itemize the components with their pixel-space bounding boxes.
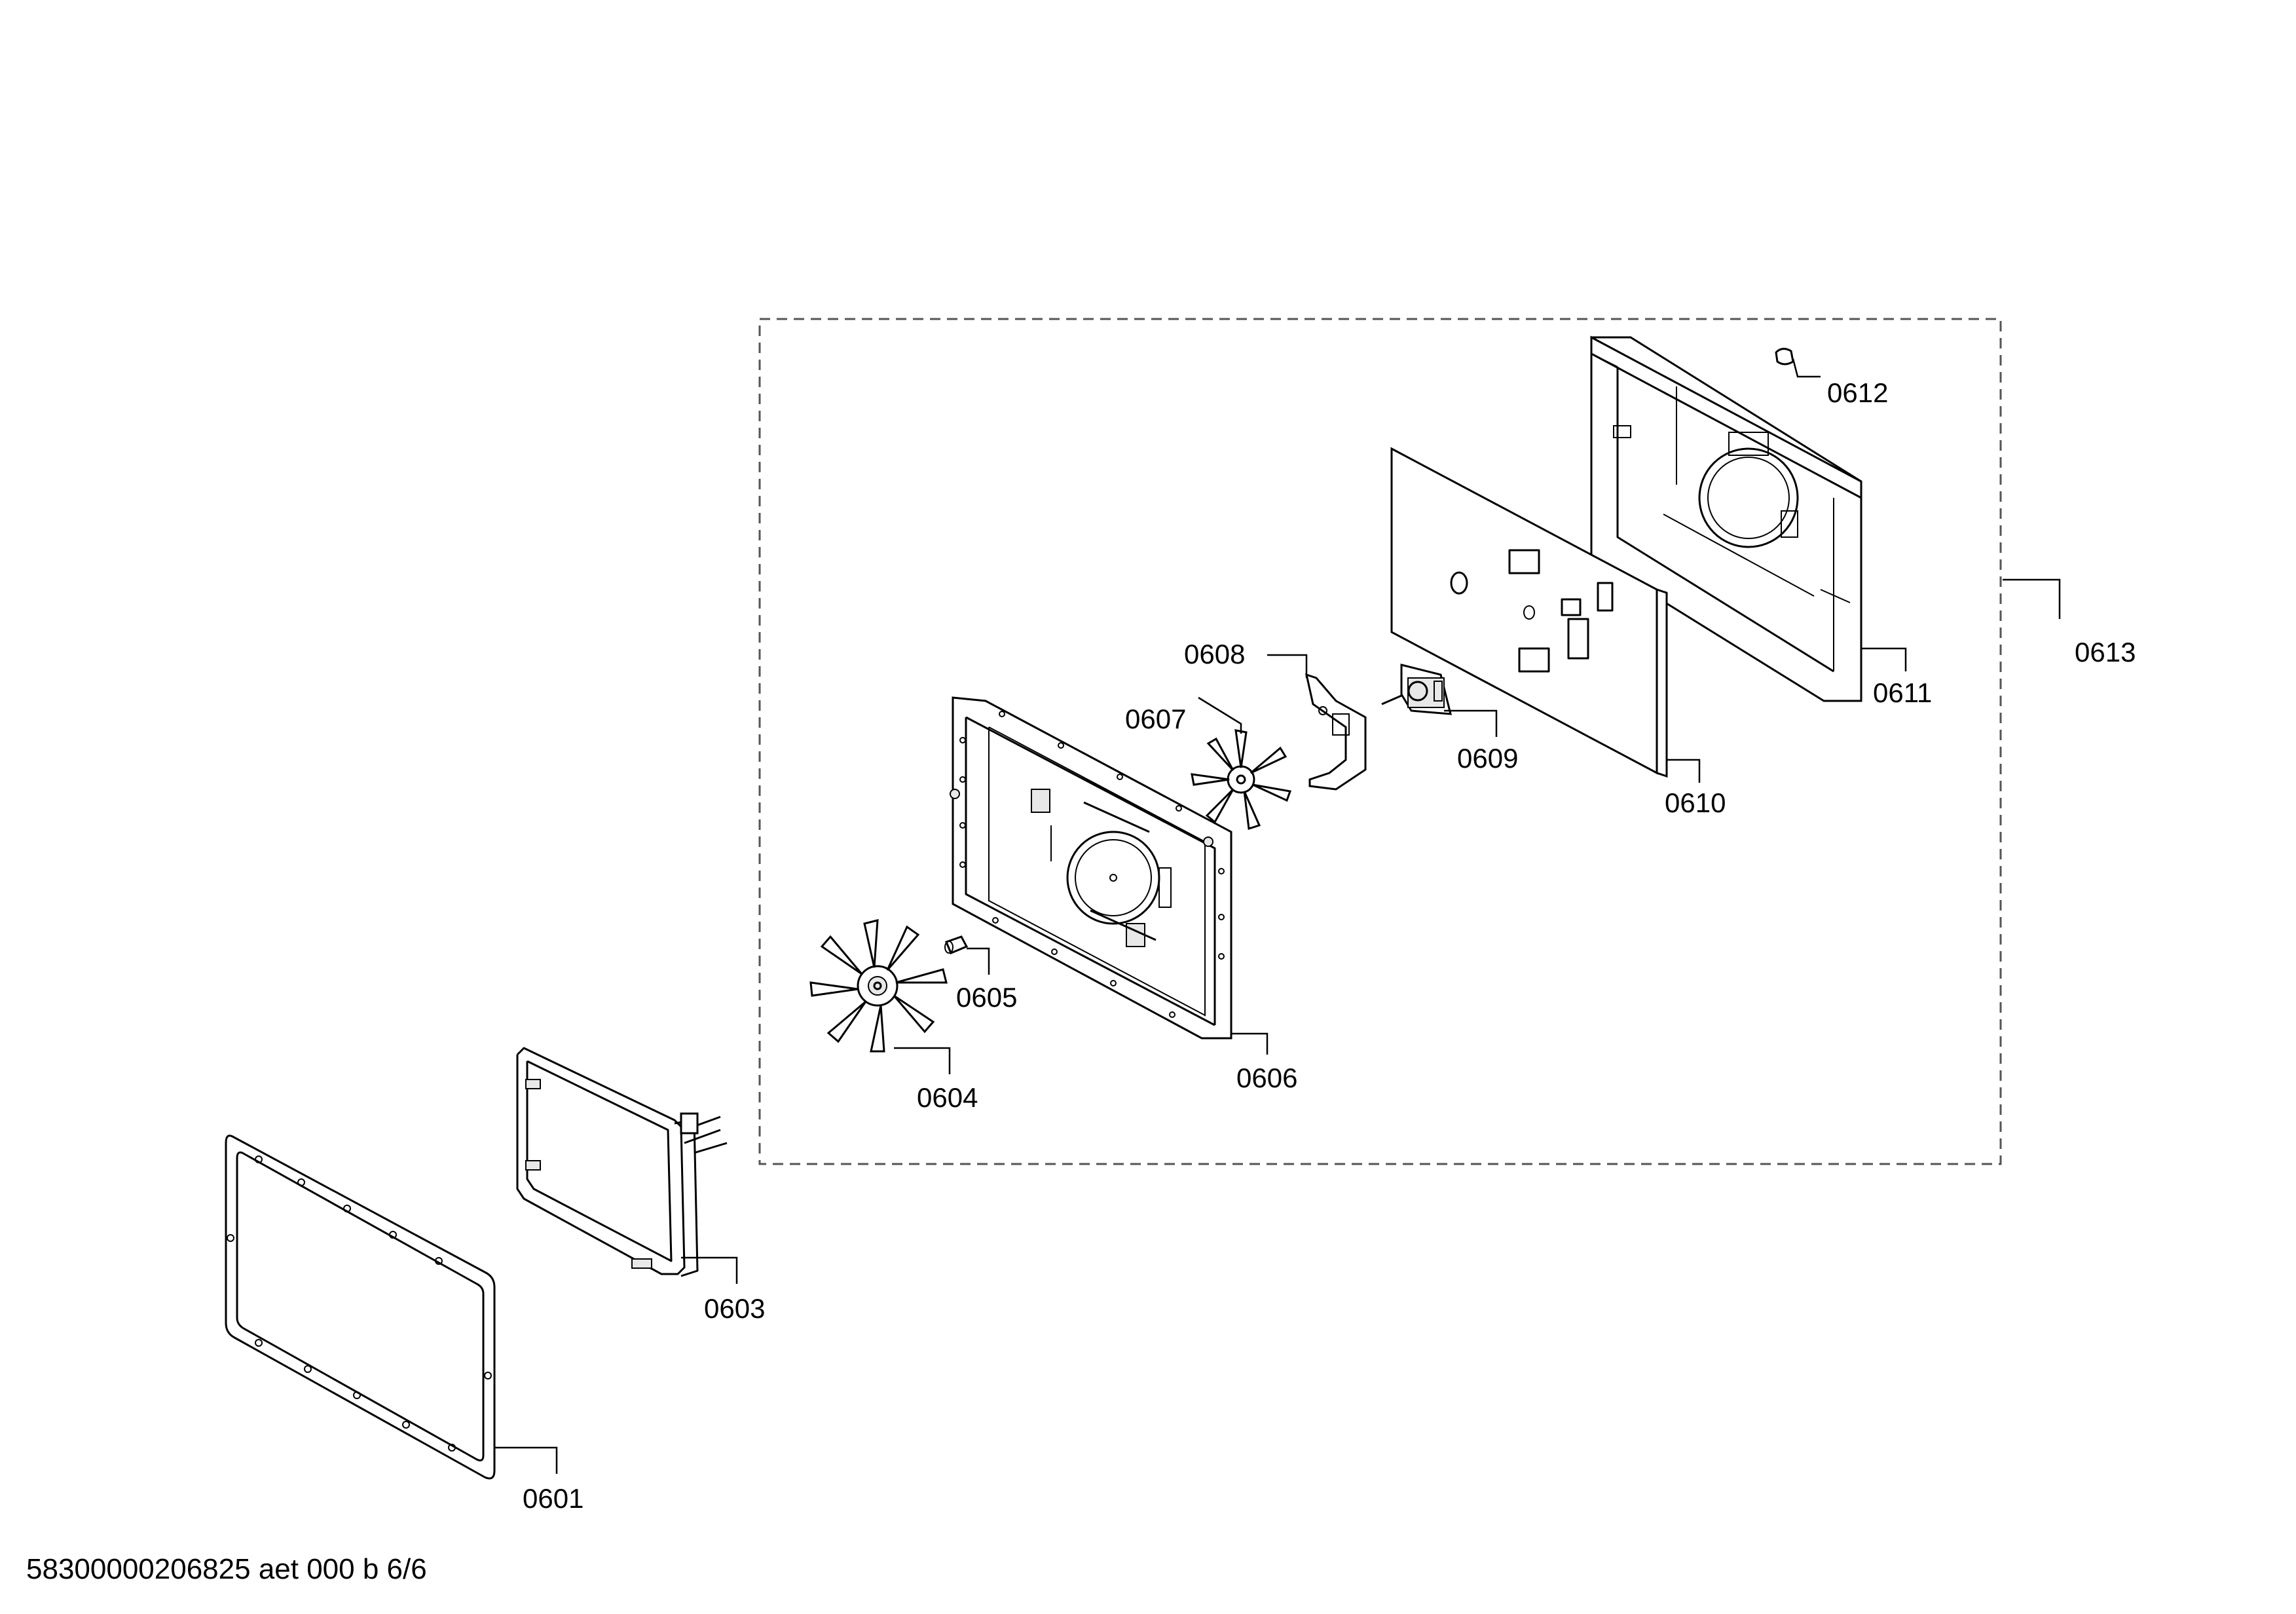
- part-0612-clip: [1775, 348, 1794, 366]
- label-0611: 0611: [1873, 677, 1932, 708]
- label-0608: 0608: [1184, 639, 1245, 669]
- label-0604: 0604: [917, 1082, 978, 1113]
- leader-0613: [2003, 578, 2061, 619]
- part-0603-heating-element: [516, 1047, 728, 1277]
- part-0605-nut: [944, 935, 969, 954]
- leader-0608: [1267, 654, 1308, 678]
- label-0612: 0612: [1827, 377, 1888, 408]
- part-0608-bracket: [1305, 673, 1367, 791]
- leader-0601: [494, 1446, 558, 1474]
- label-0606: 0606: [1236, 1062, 1297, 1093]
- part-0606-cover-frame: [950, 696, 1232, 1040]
- label-0605: 0605: [956, 982, 1017, 1013]
- part-0609-fan-motor: [1381, 664, 1452, 715]
- part-0604-large-fan-impeller: [809, 919, 948, 1053]
- label-0601: 0601: [523, 1483, 583, 1514]
- label-0607: 0607: [1125, 704, 1186, 734]
- label-0613: 0613: [2075, 637, 2136, 667]
- leader-0609: [1444, 709, 1498, 737]
- leader-0611: [1861, 647, 1907, 671]
- label-0603: 0603: [704, 1293, 765, 1324]
- document-reference-footer: 58300000206825 aet 000 b 6/6: [26, 1553, 427, 1585]
- label-0610: 0610: [1665, 787, 1726, 818]
- part-0611-rear-housing: [1590, 335, 1862, 702]
- leader-0606: [1231, 1032, 1268, 1055]
- leader-0612: [1792, 358, 1821, 378]
- part-0607-small-fan-impeller: [1191, 729, 1292, 830]
- label-0609: 0609: [1457, 743, 1518, 774]
- leader-lines: [494, 358, 2061, 1474]
- part-0610-insulation-panel: [1390, 447, 1668, 778]
- leader-0603: [681, 1256, 738, 1284]
- leader-0604: [894, 1047, 951, 1074]
- leader-0610: [1667, 759, 1701, 783]
- assembly-boundary-0613: [758, 318, 2002, 1165]
- part-0601-oven-gasket: [225, 1135, 496, 1480]
- leader-0607: [1198, 696, 1242, 734]
- leader-0605: [967, 947, 990, 975]
